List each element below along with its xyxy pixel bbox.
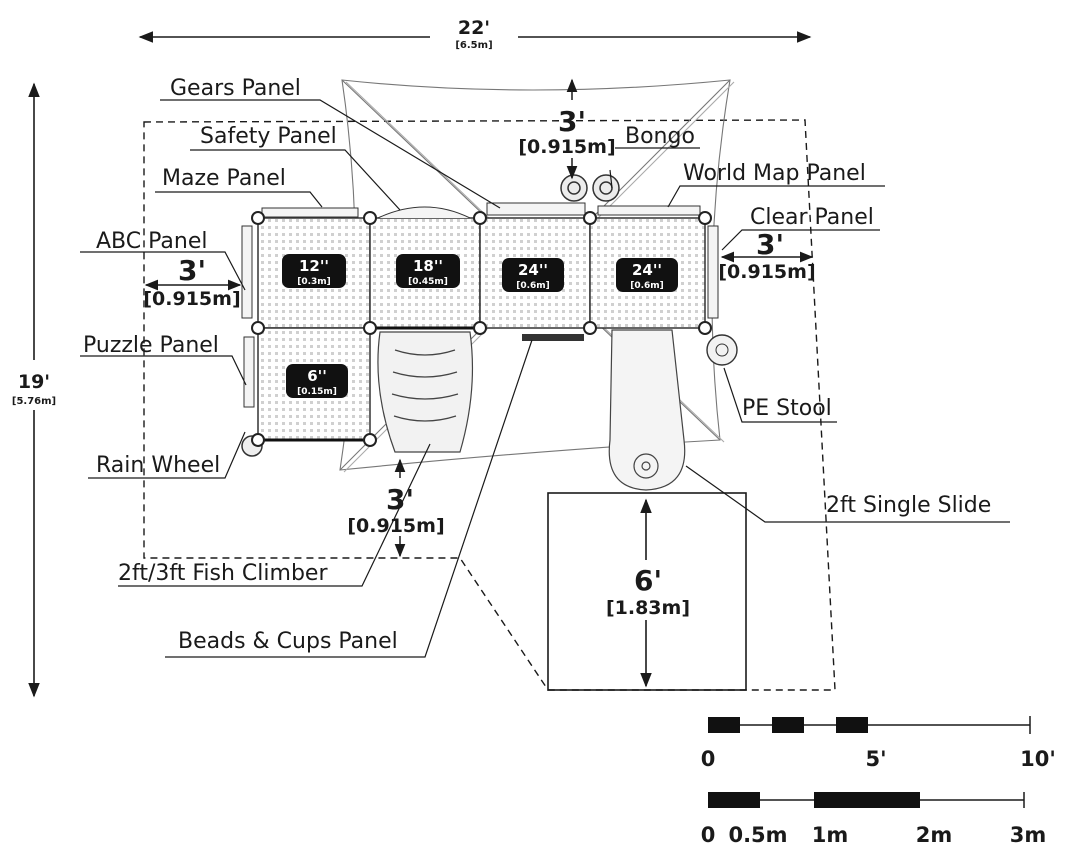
label-gears-panel: Gears Panel — [170, 76, 301, 101]
left-dim-backdrop — [172, 256, 212, 282]
svg-text:[0.6m]: [0.6m] — [516, 281, 550, 291]
overall-depth-m: [5.76m] — [12, 396, 56, 407]
pe-stool-shape — [706, 334, 738, 366]
label-rain-wheel: Rain Wheel — [96, 453, 220, 478]
svg-text:24'': 24'' — [632, 261, 662, 279]
svg-text:2m: 2m — [916, 823, 953, 847]
label-fish-climber: 2ft/3ft Fish Climber — [118, 561, 328, 586]
svg-text:0.5m: 0.5m — [728, 823, 787, 847]
bottom-clearance-ft: 3' — [386, 483, 414, 516]
right-clearance-m: [0.915m] — [718, 261, 815, 283]
svg-text:0: 0 — [701, 747, 716, 771]
deck-posts — [251, 211, 712, 447]
right-clearance-ft: 3' — [756, 228, 784, 261]
label-beads-cups-panel: Beads & Cups Panel — [178, 629, 398, 654]
label-safety-panel: Safety Panel — [200, 124, 337, 149]
slide-runout-zone — [547, 492, 747, 691]
svg-text:6'': 6'' — [307, 367, 327, 385]
puzzle-panel-shape — [243, 336, 255, 408]
deck-tag-24a: 24'' [0.6m] — [502, 258, 564, 292]
slide-dim-ft: 6' — [634, 564, 662, 597]
fish-climber-shape — [377, 331, 474, 453]
bottom-clearance-m: [0.915m] — [347, 515, 444, 537]
slide-dim-backdrop — [600, 560, 692, 620]
left-clearance-ft: 3' — [178, 254, 206, 287]
deck-tag-12: 12'' [0.3m] — [282, 254, 346, 288]
label-bongo: Bongo — [625, 124, 695, 149]
clear-panel-shape — [707, 225, 719, 319]
deck-tag-6: 6'' [0.15m] — [286, 364, 348, 398]
label-abc-panel: ABC Panel — [96, 229, 207, 254]
deck-tag-24b: 24'' [0.6m] — [616, 258, 678, 292]
maze-panel-shape — [261, 207, 359, 218]
overall-width-m: [6.5m] — [455, 40, 492, 51]
scale-bar-metric: 0 0.5m 1m 2m 3m — [701, 792, 1047, 847]
svg-text:10': 10' — [1020, 747, 1056, 771]
gears-panel-shape — [486, 202, 586, 216]
label-single-slide: 2ft Single Slide — [826, 493, 991, 518]
left-clearance-m: [0.915m] — [143, 288, 240, 310]
scale-bar-feet: 0 5' 10' — [701, 716, 1056, 771]
label-clear-panel: Clear Panel — [750, 205, 874, 230]
top-clearance-ft: 3' — [558, 105, 586, 138]
svg-text:24'': 24'' — [518, 261, 548, 279]
bongo-drums — [560, 174, 620, 202]
safety-panel-shape — [377, 206, 471, 219]
slide-dim-m: [1.83m] — [606, 597, 690, 619]
top-clearance-m: [0.915m] — [518, 136, 615, 158]
svg-text:[0.15m]: [0.15m] — [297, 387, 337, 397]
label-world-map-panel: World Map Panel — [683, 161, 866, 186]
svg-text:3m: 3m — [1010, 823, 1047, 847]
label-pe-stool: PE Stool — [742, 396, 832, 421]
label-puzzle-panel: Puzzle Panel — [83, 333, 219, 358]
svg-text:0: 0 — [701, 823, 716, 847]
leader-lines — [80, 99, 1010, 658]
svg-text:[0.6m]: [0.6m] — [630, 281, 664, 291]
overall-depth-ft: 19' — [18, 371, 50, 393]
world-map-panel-shape — [597, 205, 701, 216]
single-slide-shape — [608, 329, 686, 491]
label-maze-panel: Maze Panel — [162, 166, 286, 191]
svg-text:18'': 18'' — [413, 257, 443, 275]
svg-text:5': 5' — [865, 747, 886, 771]
svg-text:1m: 1m — [812, 823, 849, 847]
svg-text:12'': 12'' — [299, 257, 329, 275]
svg-text:[0.3m]: [0.3m] — [297, 277, 331, 287]
abc-panel-shape — [241, 225, 253, 319]
right-dim-backdrop — [750, 230, 790, 254]
svg-text:[0.45m]: [0.45m] — [408, 277, 448, 287]
deck-tag-18: 18'' [0.45m] — [396, 254, 460, 288]
overall-width-ft: 22' — [458, 17, 490, 39]
beads-panel-shape — [522, 334, 584, 341]
